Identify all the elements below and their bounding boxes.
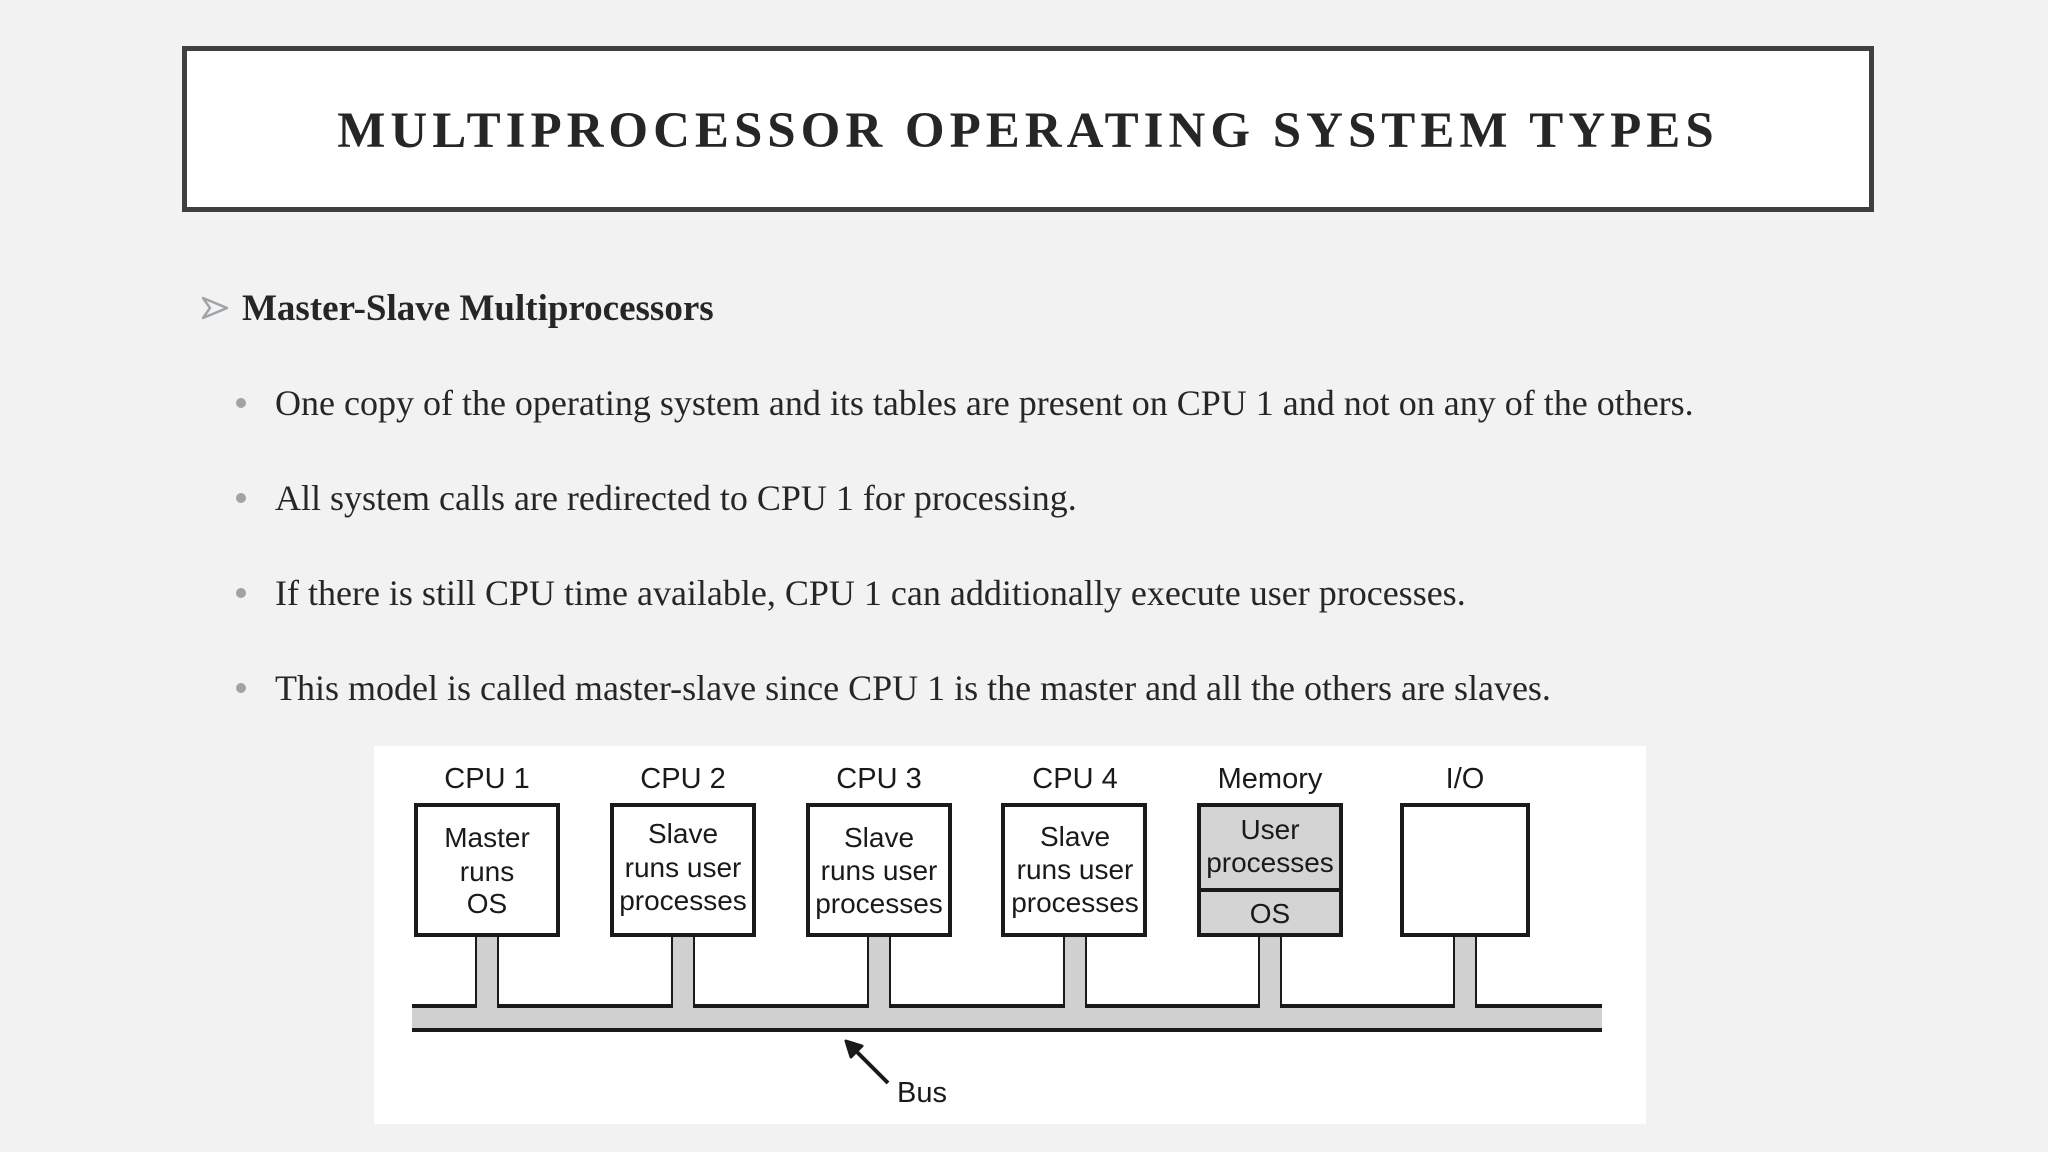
title-box: MULTIPROCESSOR OPERATING SYSTEM TYPES [182, 46, 1874, 212]
bus-connector [477, 935, 497, 1018]
bullet-dot-icon [236, 683, 246, 693]
bullet-text: All system calls are redirected to CPU 1… [275, 478, 1077, 518]
cpu-box-line: Master [444, 822, 530, 853]
bus-label: Bus [897, 1077, 947, 1109]
memory-box [1197, 803, 1343, 937]
multiprocessor-diagram: CPU 1 Master runs OS CPU 2 Slave runs us… [374, 746, 1646, 1124]
bus-connector [869, 935, 889, 1018]
bus-arrow-icon [844, 1039, 864, 1059]
memory-user-line: User [1240, 814, 1299, 845]
heading-text: Master-Slave Multiprocessors [242, 287, 714, 329]
cpu-box-line: OS [467, 888, 507, 919]
cpu-box [1001, 803, 1147, 937]
memory-os-label: OS [1250, 898, 1290, 929]
cpu-label: CPU 1 [444, 763, 529, 795]
bullet-item: All system calls are redirected to CPU 1… [236, 470, 1077, 526]
cpu-box-line: runs user [1017, 854, 1134, 885]
bullet-item: If there is still CPU time available, CP… [236, 565, 1466, 621]
slide-title: MULTIPROCESSOR OPERATING SYSTEM TYPES [337, 103, 1719, 159]
cpu-box [414, 803, 560, 937]
cpu-label: CPU 3 [836, 763, 921, 795]
cpu-box [806, 803, 952, 937]
bullet-text: One copy of the operating system and its… [275, 383, 1694, 423]
bus-connectors [477, 935, 1475, 1018]
bullet-item: One copy of the operating system and its… [236, 375, 1694, 431]
cpu-box-line: runs user [625, 852, 742, 883]
io-label: I/O [1446, 763, 1485, 795]
cpu-box-line: Slave [1040, 821, 1110, 852]
cpu-box-line: runs user [821, 855, 938, 886]
cpu-box-line: processes [815, 888, 943, 919]
bullet-text: If there is still CPU time available, CP… [275, 573, 1466, 613]
bus-bar [412, 1006, 1602, 1030]
bullet-dot-icon [236, 398, 246, 408]
cpu-box-line: Slave [844, 822, 914, 853]
bus-connector [1260, 935, 1280, 1018]
bus-connector [1455, 935, 1475, 1018]
bullet-dot-icon [236, 493, 246, 503]
bus-arrow-shaft [852, 1047, 890, 1085]
cpu-box-line: processes [619, 885, 747, 916]
memory-label: Memory [1218, 763, 1323, 795]
cpu-box [610, 803, 756, 937]
section-heading: Master-Slave Multiprocessors [200, 280, 714, 336]
bus-connector [673, 935, 693, 1018]
arrowhead-bullet-icon [201, 296, 229, 320]
bullet-text: This model is called master-slave since … [275, 668, 1551, 708]
bullet-dot-icon [236, 588, 246, 598]
bullet-item: This model is called master-slave since … [236, 660, 1551, 716]
cpu-label: CPU 4 [1032, 763, 1117, 795]
bus-outline [412, 935, 1602, 1008]
bus-connector [1065, 935, 1085, 1018]
io-box [1400, 803, 1530, 937]
cpu-label: CPU 2 [640, 763, 725, 795]
diagram-canvas: CPU 1 Master runs OS CPU 2 Slave runs us… [412, 763, 1602, 1109]
cpu-box-line: processes [1011, 887, 1139, 918]
cpu-box-line: runs [460, 856, 514, 887]
memory-user-line: processes [1206, 847, 1334, 878]
cpu-box-line: Slave [648, 818, 718, 849]
